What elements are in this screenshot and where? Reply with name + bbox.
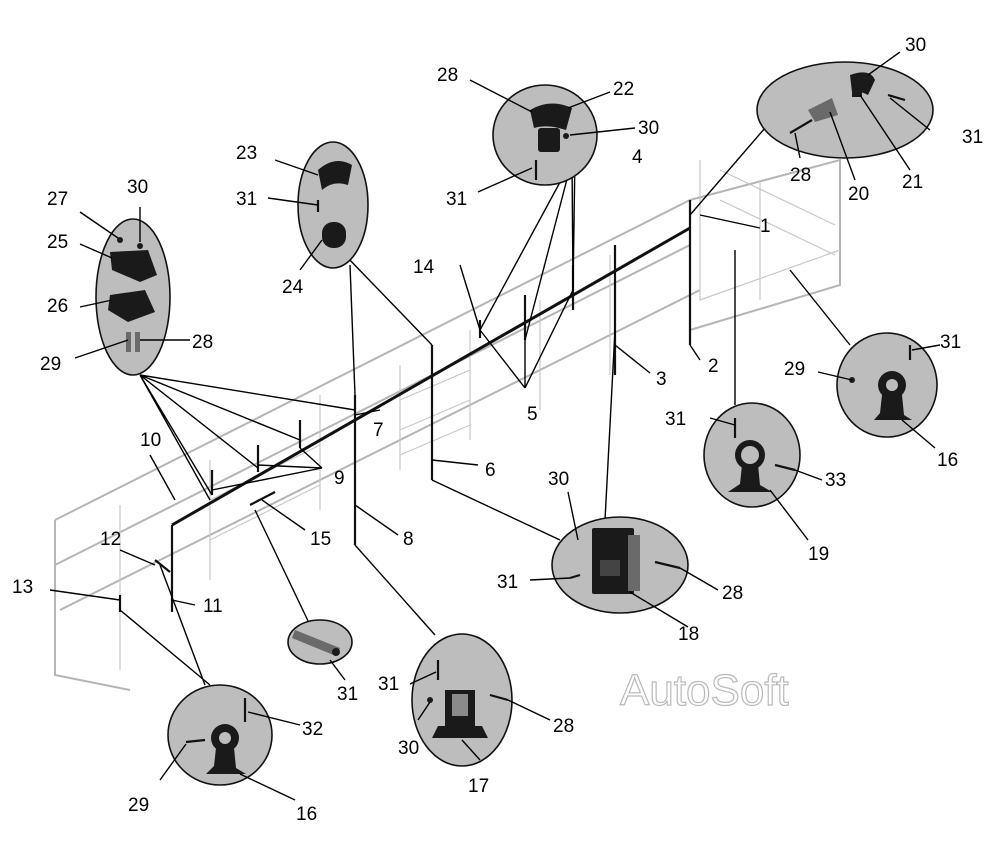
callout-30-a: 30	[127, 177, 148, 198]
callout-11: 11	[203, 596, 223, 617]
callout-30-c: 30	[905, 35, 926, 56]
callout-28-c: 28	[192, 332, 213, 353]
callout-9: 9	[334, 468, 345, 489]
detail-bubble-top-right	[756, 61, 934, 159]
callout-10: 10	[140, 430, 161, 451]
callout-31-h: 31	[378, 674, 399, 695]
callout-29-c: 29	[128, 795, 149, 816]
callout-7: 7	[373, 420, 384, 441]
callout-labels: 1 2 3 4 5 6 7 8 9 10 11 12 13 14 15 16 1…	[12, 35, 983, 825]
detail-bubble-connectors-23-24	[297, 141, 369, 269]
detail-bubble-connectors-25-26	[95, 218, 171, 376]
callout-32: 32	[302, 719, 323, 740]
callout-25: 25	[47, 232, 68, 253]
callout-22: 22	[613, 79, 634, 100]
callout-12: 12	[100, 529, 121, 550]
callout-26: 26	[47, 296, 68, 317]
callout-21: 21	[902, 172, 923, 193]
callout-6: 6	[485, 460, 496, 481]
callout-16-right: 16	[937, 450, 958, 471]
callout-30-d: 30	[548, 469, 569, 490]
callout-27: 27	[47, 189, 68, 210]
detail-bubble-bracket-17	[411, 633, 513, 767]
callout-28-e: 28	[553, 716, 574, 737]
leader-lines	[49, 127, 851, 686]
callout-20: 20	[848, 184, 869, 205]
callout-23: 23	[236, 143, 257, 164]
callout-24: 24	[282, 277, 304, 298]
callout-30-b: 30	[638, 118, 659, 139]
callout-8: 8	[403, 529, 414, 550]
detail-bubble-plug-31	[287, 619, 353, 665]
detail-bubble-bracket-16-left	[167, 684, 273, 786]
callout-4: 4	[632, 147, 643, 168]
callout-31-d: 31	[940, 332, 961, 353]
callout-16-left: 16	[296, 804, 317, 825]
callout-31-a: 31	[446, 189, 467, 210]
callout-31-f: 31	[497, 572, 518, 593]
detail-bubble-fuse-block-18	[551, 516, 689, 614]
callout-28-d: 28	[722, 583, 743, 604]
callout-31-b: 31	[236, 189, 257, 210]
detail-bubble-bracket-16-right	[836, 332, 938, 438]
callout-29-b: 29	[784, 359, 805, 380]
detail-bubble-bracket-19	[703, 402, 801, 508]
callout-33: 33	[825, 470, 846, 491]
callout-31-g: 31	[337, 684, 358, 705]
callout-28-a: 28	[437, 65, 458, 86]
callout-2: 2	[708, 356, 719, 377]
callout-3: 3	[656, 369, 667, 390]
callout-31-c: 31	[962, 127, 983, 148]
callout-31-e: 31	[665, 409, 686, 430]
callout-18: 18	[678, 624, 699, 645]
callout-19: 19	[808, 544, 829, 565]
callout-15: 15	[310, 529, 331, 550]
callout-29-a: 29	[40, 354, 61, 375]
callout-14: 14	[413, 257, 435, 278]
watermark-text: AutoSoft	[620, 666, 789, 715]
callout-30-e: 30	[398, 738, 419, 759]
callout-17: 17	[468, 776, 489, 797]
detail-bubble-connector-22	[492, 84, 598, 186]
callout-1: 1	[760, 216, 771, 237]
callout-5: 5	[527, 404, 538, 425]
callout-28-b: 28	[790, 165, 811, 186]
callout-13: 13	[12, 577, 33, 598]
bubble-leaders	[74, 51, 941, 801]
